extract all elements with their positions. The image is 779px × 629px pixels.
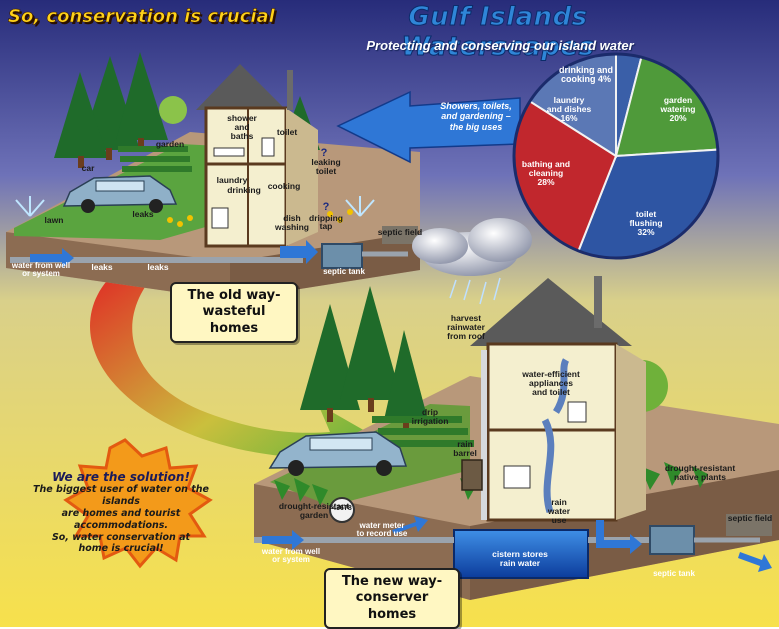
label-drinking: drinking — [227, 185, 261, 195]
label-question-mark: ? — [320, 147, 328, 159]
pie-intro: Showers, toilets, and gardening – the bi… — [440, 101, 512, 132]
old-way-scene — [6, 52, 420, 300]
water-use-pie-chart — [512, 52, 720, 260]
label-septic-field-old: septic field — [377, 227, 423, 237]
starburst — [63, 438, 213, 569]
new-way-scene — [254, 276, 779, 600]
label-septic-tank-old: septic tank — [323, 267, 365, 276]
new-way-sign: The new way- conserver homes — [324, 568, 460, 629]
label-septic-tank-new: septic tank — [653, 569, 695, 578]
label-leaks-pipe-2: leaks — [147, 262, 169, 272]
meter-reading: 43678 — [332, 505, 352, 512]
poster-subtitle: Protecting and conserving our island wat… — [366, 38, 634, 53]
label-septic-field-new: septic field — [727, 513, 773, 523]
label-laundry: laundry — [216, 175, 248, 185]
label-toilet: toilet — [276, 127, 298, 137]
poster-title: Gulf Islands Waterscapes — [401, 2, 595, 63]
label-leaks-yard: leaks — [132, 209, 154, 219]
label-leaks-pipe-1: leaks — [91, 262, 113, 272]
starburst-text: We are the solution! The biggest user of… — [33, 470, 209, 555]
label-lawn: lawn — [44, 215, 64, 225]
old-way-sign: The old way- wasteful homes — [170, 282, 298, 343]
label-garden: garden — [155, 139, 185, 149]
rain-cloud — [412, 218, 532, 305]
headline: So, conservation is crucial — [8, 6, 275, 28]
label-cooking: cooking — [267, 181, 301, 191]
pie-outline — [512, 52, 720, 260]
label-car: car — [81, 163, 95, 173]
